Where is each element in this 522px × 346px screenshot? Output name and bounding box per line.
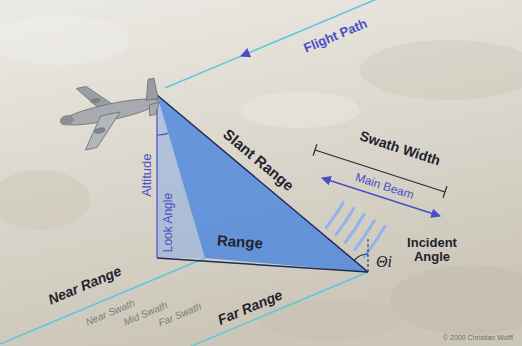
incident-angle-label: Incident Angle <box>399 236 465 265</box>
ground-range-line <box>157 258 368 272</box>
flight-path-line <box>165 0 395 88</box>
flight-path-label: Flight Path <box>301 17 368 56</box>
range-label: Range <box>216 232 263 252</box>
swath-tick <box>313 144 317 155</box>
slant-range-line <box>157 95 368 272</box>
aircraft <box>54 72 166 154</box>
beam-waves <box>326 203 384 257</box>
copyright-watermark: © 2000 Christian Wolff <box>443 334 513 342</box>
altitude-line <box>156 95 157 258</box>
look-angle-arc <box>157 133 168 135</box>
terrain-texture <box>0 15 522 340</box>
radar-beam <box>157 95 368 272</box>
far-range-label: Far Range <box>216 287 285 328</box>
slant-range-label: Slant Range <box>219 126 296 194</box>
swath-width-label: Swath Width <box>358 128 443 169</box>
surface-normal <box>368 238 369 272</box>
look-angle-label: Look Angle <box>162 192 175 251</box>
main-beam-label: Main Beam <box>353 170 415 201</box>
flight-direction-arrow <box>240 48 251 57</box>
incident-angle-arc <box>354 254 368 260</box>
near-range-label: Near Range <box>46 263 124 307</box>
altitude-label: Altitude <box>139 153 153 196</box>
near-range-line <box>0 258 205 344</box>
incidence-symbol: Θi <box>376 253 392 271</box>
swath-tick <box>443 186 447 197</box>
